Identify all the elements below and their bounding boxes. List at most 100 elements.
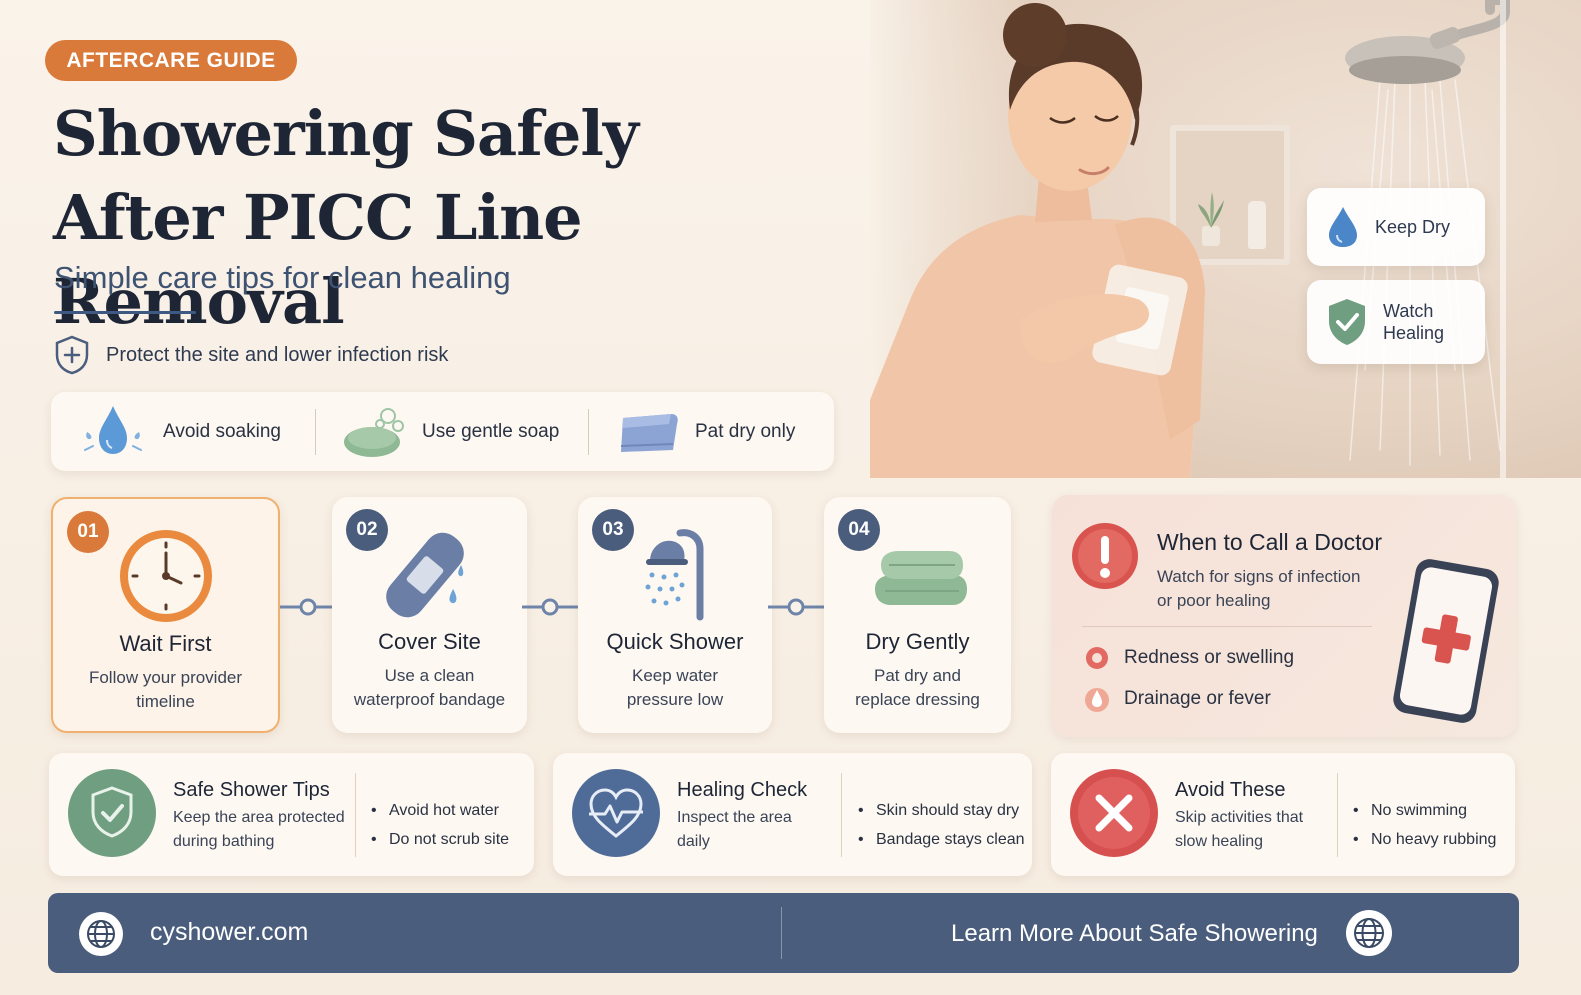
tip-desc-line1: Inspect the area (677, 809, 792, 826)
doctor-desc: Watch for signs of infection or poor hea… (1157, 565, 1397, 613)
symptom-label: Drainage or fever (1124, 688, 1271, 709)
tip-bullet: Do not scrub site (371, 825, 509, 854)
title-line1: Showering Safely (53, 97, 639, 170)
step-number: 03 (592, 509, 634, 551)
divider (781, 907, 782, 959)
woman-illustration (870, 3, 1205, 478)
step-dry-gently: 04 Dry Gently Pat dry and replace dressi… (824, 497, 1011, 733)
step-desc: Keep water pressure low (590, 664, 760, 712)
keep-dry-label: Keep Dry (1375, 217, 1451, 237)
step-number: 02 (346, 509, 388, 551)
step-title: Quick Shower (606, 629, 744, 654)
alert-icon (1072, 523, 1138, 589)
step-number: 01 (67, 511, 109, 553)
divider (841, 773, 842, 857)
shower-icon (645, 529, 704, 621)
target-icon (1086, 647, 1108, 669)
tip-bullet: Skin should stay dry (858, 796, 1025, 825)
shield-check-icon (68, 769, 156, 857)
symptom-item: Drainage or fever (1084, 685, 1271, 713)
step-title: Dry Gently (865, 629, 970, 654)
doctor-desc-line1: Watch for signs of infection (1157, 567, 1361, 586)
tip-desc-line1: Skip activities that (1175, 809, 1304, 826)
water-drop-icon (84, 405, 142, 454)
tip-desc: Inspect the area daily (677, 806, 852, 854)
tip-desc-line2: daily (677, 833, 710, 850)
symptom-label: Redness or swelling (1124, 647, 1295, 668)
hero-image: Keep Dry Watch Healing (870, 0, 1581, 478)
divider (1337, 773, 1338, 857)
tip-bullet: Bandage stays clean (858, 825, 1025, 854)
shield-check-icon (1329, 299, 1365, 345)
towel-icon (874, 551, 967, 605)
step-desc-line2: pressure low (626, 690, 724, 709)
step-title: Wait First (119, 631, 212, 656)
step-connector (280, 598, 336, 616)
step-desc: Pat dry and replace dressing (836, 664, 999, 712)
tip-desc-line2: slow healing (1175, 833, 1264, 850)
step-connector (768, 598, 824, 616)
tip-title: Safe Shower Tips (173, 779, 330, 801)
subtitle-underline (54, 311, 196, 314)
watch-healing-card: Watch Healing (1307, 280, 1485, 364)
tip-bullets: No swimming No heavy rubbing (1353, 796, 1496, 854)
tip-bullets: Skin should stay dry Bandage stays clean (858, 796, 1025, 854)
clock-icon (119, 530, 212, 622)
quick-tip-pat-dry: Pat dry only (589, 392, 829, 471)
step-desc-line1: Keep water (632, 666, 718, 685)
tip-desc: Skip activities that slow healing (1175, 806, 1350, 854)
tip-title: Healing Check (677, 779, 808, 801)
title-line2: After PICC Line Removal (53, 181, 583, 338)
step-desc: Use a clean waterproof bandage (344, 664, 515, 712)
tip-desc-line1: Keep the area protected (173, 809, 345, 826)
doctor-title: When to Call a Doctor (1157, 529, 1382, 555)
page-title: Showering Safely After PICC Line Removal (53, 92, 873, 344)
glass-door (1500, 0, 1506, 478)
water-spray (1349, 79, 1501, 466)
step-desc-line1: Use a clean (384, 666, 475, 685)
plant-icon (1198, 192, 1224, 246)
watch-healing-label: Watch Healing (1383, 300, 1444, 344)
divider (355, 773, 356, 857)
learn-more-link[interactable]: Learn More About Safe Showering (951, 920, 1318, 947)
tip-bullet: No heavy rubbing (1353, 825, 1496, 854)
step-quick-shower: 03 Quick Shower Keep water pressure low (578, 497, 772, 733)
globe-icon[interactable] (1345, 909, 1393, 957)
tip-bullets: Avoid hot water Do not scrub site (371, 796, 509, 854)
divider (1082, 626, 1372, 627)
step-cover-site: 02 Cover Site Use a clean waterproof ban… (332, 497, 527, 733)
shower-head-icon (1345, 0, 1510, 84)
website-link[interactable]: cyshower.com (150, 918, 309, 946)
x-circle-icon (1070, 769, 1158, 857)
tip-bullet: Avoid hot water (371, 796, 509, 825)
step-desc-line2: timeline (136, 692, 195, 711)
quick-tip-label: Use gentle soap (422, 420, 560, 442)
step-desc: Follow your provider timeline (65, 666, 266, 714)
globe-icon (79, 912, 123, 956)
phone-medical-icon (1393, 559, 1499, 723)
call-doctor-panel: When to Call a Doctor Watch for signs of… (1052, 495, 1516, 737)
footer-bar: cyshower.com Learn More About Safe Showe… (48, 893, 1519, 973)
doctor-desc-line2: or poor healing (1157, 591, 1271, 610)
tip-card-healing-check: Healing Check Inspect the area daily Ski… (553, 753, 1032, 876)
quick-tip-gentle-soap: Use gentle soap (316, 392, 588, 471)
symptom-item: Redness or swelling (1084, 645, 1294, 671)
towel-icon (620, 413, 678, 452)
tip-card-avoid-these: Avoid These Skip activities that slow he… (1051, 753, 1515, 876)
water-drop-icon (1329, 207, 1357, 247)
tip-bullet: No swimming (1353, 796, 1496, 825)
quick-tip-label: Avoid soaking (163, 420, 281, 442)
step-desc-line1: Follow your provider (88, 668, 243, 687)
bottle (1248, 201, 1266, 249)
step-title: Cover Site (378, 629, 481, 654)
step-desc-line2: waterproof bandage (353, 690, 506, 709)
divider (315, 408, 316, 455)
protect-note: Protect the site and lower infection ris… (54, 335, 448, 375)
tip-title: Avoid These (1175, 779, 1286, 801)
soap-icon (344, 407, 404, 457)
step-desc-line2: replace dressing (855, 690, 980, 709)
drop-icon (1085, 688, 1109, 712)
tip-desc: Keep the area protected during bathing (173, 806, 348, 854)
quick-tip-label: Pat dry only (695, 420, 796, 442)
